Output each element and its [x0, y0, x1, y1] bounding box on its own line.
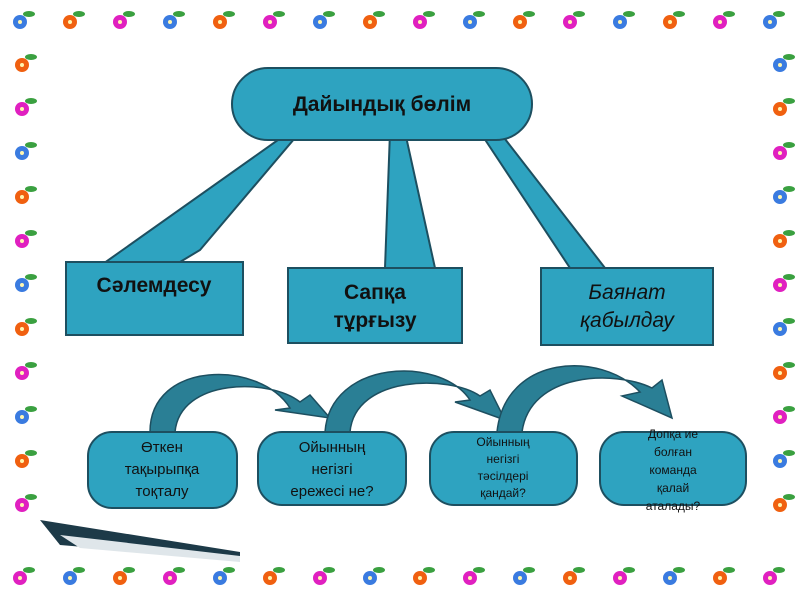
node-bayanat: Баянат қабылдау	[540, 267, 714, 346]
node-salemdesu: Сәлемдесу	[65, 261, 244, 336]
flower-icon	[763, 11, 785, 29]
node-label: Баянат	[588, 281, 665, 304]
step-label: Ойынның	[476, 435, 530, 449]
step-label: тәсілдері	[478, 469, 529, 483]
step-erejesi: Ойынның негізгі ережесі не?	[257, 431, 407, 506]
flower-icon	[263, 11, 285, 29]
step-label: қалай	[657, 481, 689, 495]
flower-icon	[773, 98, 795, 116]
flower-icon	[613, 567, 635, 585]
flower-icon	[773, 318, 795, 336]
flower-icon	[773, 406, 795, 424]
flower-icon	[163, 11, 185, 29]
flower-icon	[15, 362, 37, 380]
flower-icon	[563, 567, 585, 585]
flower-icon	[563, 11, 585, 29]
flower-icon	[773, 450, 795, 468]
flower-icon	[13, 11, 35, 29]
node-label: Сапқа	[344, 281, 406, 304]
flower-icon	[15, 54, 37, 72]
flower-icon	[213, 11, 235, 29]
flower-icon	[663, 567, 685, 585]
flower-icon	[513, 567, 535, 585]
curved-arrow-1	[149, 373, 332, 433]
flower-icon	[773, 362, 795, 380]
node-label: тұрғызу	[333, 309, 416, 332]
flower-icon	[15, 98, 37, 116]
flower-icon	[463, 567, 485, 585]
flower-icon	[13, 567, 35, 585]
flower-icon	[15, 494, 37, 512]
root-node: Дайындық бөлім	[231, 67, 533, 141]
step-komanda: Допқа ие болған команда қалай аталады?	[599, 427, 747, 513]
flower-icon	[313, 567, 335, 585]
step-label: команда	[649, 463, 697, 477]
step-label: негізгі	[311, 461, 352, 478]
step-label: Ойынның	[299, 439, 366, 456]
flower-icon	[773, 494, 795, 512]
flower-icon	[63, 11, 85, 29]
connector-2	[383, 131, 437, 269]
flower-icon	[15, 142, 37, 160]
flower-icon	[513, 11, 535, 29]
flower-border	[13, 11, 795, 585]
decorative-wedge	[40, 520, 240, 560]
flower-icon	[413, 11, 435, 29]
flower-icon	[773, 142, 795, 160]
step-label: Өткен	[141, 439, 183, 456]
step-label: болған	[654, 445, 692, 459]
flower-icon	[363, 11, 385, 29]
step-label: ережесі не?	[290, 483, 373, 500]
step-label: тоқталу	[136, 483, 189, 500]
flower-icon	[773, 274, 795, 292]
flower-icon	[263, 567, 285, 585]
flower-icon	[663, 11, 685, 29]
flower-icon	[713, 11, 735, 29]
flower-icon	[463, 11, 485, 29]
flower-icon	[213, 567, 235, 585]
step-label: тақырыпқа	[125, 461, 200, 478]
step-label: Допқа ие	[648, 427, 698, 441]
flower-icon	[773, 186, 795, 204]
flower-icon	[713, 567, 735, 585]
flower-icon	[63, 567, 85, 585]
flower-icon	[313, 11, 335, 29]
flower-icon	[413, 567, 435, 585]
curved-arrow-3	[496, 365, 674, 433]
node-sapqa: Сапқа тұрғызу	[287, 267, 463, 344]
flower-icon	[773, 230, 795, 248]
flower-icon	[163, 567, 185, 585]
step-label: негізгі	[487, 452, 520, 466]
decorative-wedge-light	[60, 535, 240, 562]
step-label: аталады?	[646, 499, 701, 513]
flower-icon	[763, 567, 785, 585]
flower-icon	[15, 274, 37, 292]
node-label: қабылдау	[580, 309, 675, 332]
flower-icon	[15, 406, 37, 424]
node-label: Сәлемдесу	[97, 274, 212, 297]
flower-icon	[363, 567, 385, 585]
flower-icon	[613, 11, 635, 29]
step-tasilderi: Ойынның негізгі тәсілдері қандай?	[429, 431, 578, 506]
connector-3	[478, 128, 608, 269]
step-label: қандай?	[480, 486, 526, 500]
flower-icon	[15, 230, 37, 248]
flower-icon	[15, 450, 37, 468]
flower-icon	[113, 567, 135, 585]
flower-icon	[15, 186, 37, 204]
flower-icon	[15, 318, 37, 336]
flower-icon	[773, 54, 795, 72]
root-label: Дайындық бөлім	[293, 93, 471, 116]
flower-icon	[113, 11, 135, 29]
curved-arrow-2	[324, 370, 507, 433]
step-otken: Өткен тақырыпқа тоқталу	[87, 431, 238, 509]
connector-1	[96, 130, 303, 268]
